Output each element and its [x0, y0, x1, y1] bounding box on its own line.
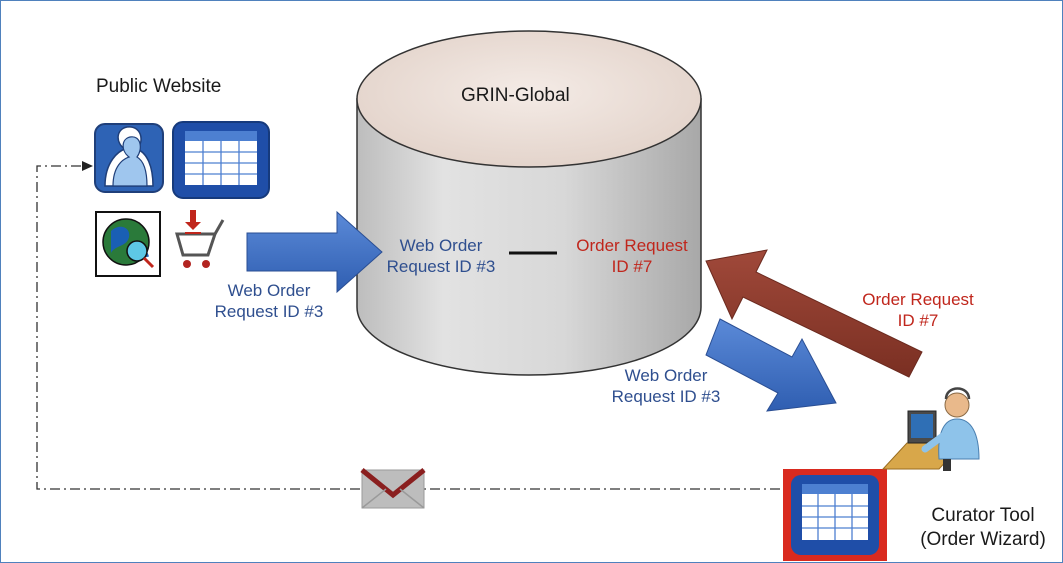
db-order-request-line-1: Order Request [576, 236, 688, 255]
calendar-grid-icon [172, 121, 270, 199]
curator-tool-line-1: Curator Tool [931, 505, 1035, 526]
curator-person-icon [881, 387, 980, 471]
web-order-right-line-2: Request ID #3 [611, 387, 721, 406]
web-order-left-line-2: Request ID #3 [214, 302, 324, 321]
globe-search-icon [95, 211, 161, 277]
db-order-request-label: Order Request ID #7 [554, 235, 710, 277]
web-order-left-line-1: Web Order [227, 281, 311, 300]
db-web-order-line-1: Web Order [399, 236, 483, 255]
order-request-right-label: Order Request ID #7 [841, 289, 995, 331]
db-web-order-line-2: Request ID #3 [386, 257, 496, 276]
curator-tool-label: Curator Tool (Order Wizard) [907, 504, 1059, 552]
web-order-right-line-1: Web Order [624, 366, 708, 385]
db-order-request-line-2: ID #7 [611, 257, 653, 276]
web-order-arrow-left [246, 210, 383, 294]
web-order-left-label: Web Order Request ID #3 [199, 280, 339, 322]
db-web-order-label: Web Order Request ID #3 [379, 235, 503, 277]
calendar-grid-red-icon [783, 469, 887, 561]
web-order-arrow-right [705, 318, 837, 412]
curator-tool-line-2: (Order Wizard) [920, 529, 1046, 550]
database-cylinder [356, 30, 702, 376]
envelope-icon [360, 468, 426, 509]
order-request-right-line-1: Order Request [862, 290, 974, 309]
connector-arrowhead [82, 161, 93, 171]
web-order-right-label: Web Order Request ID #3 [596, 365, 736, 407]
order-request-right-line-2: ID #7 [897, 311, 939, 330]
people-icon [94, 123, 164, 193]
public-website-title: Public Website [96, 76, 222, 97]
order-request-arrow [705, 249, 923, 378]
shopping-cart-icon [175, 210, 225, 268]
database-title: GRIN-Global [461, 85, 570, 106]
